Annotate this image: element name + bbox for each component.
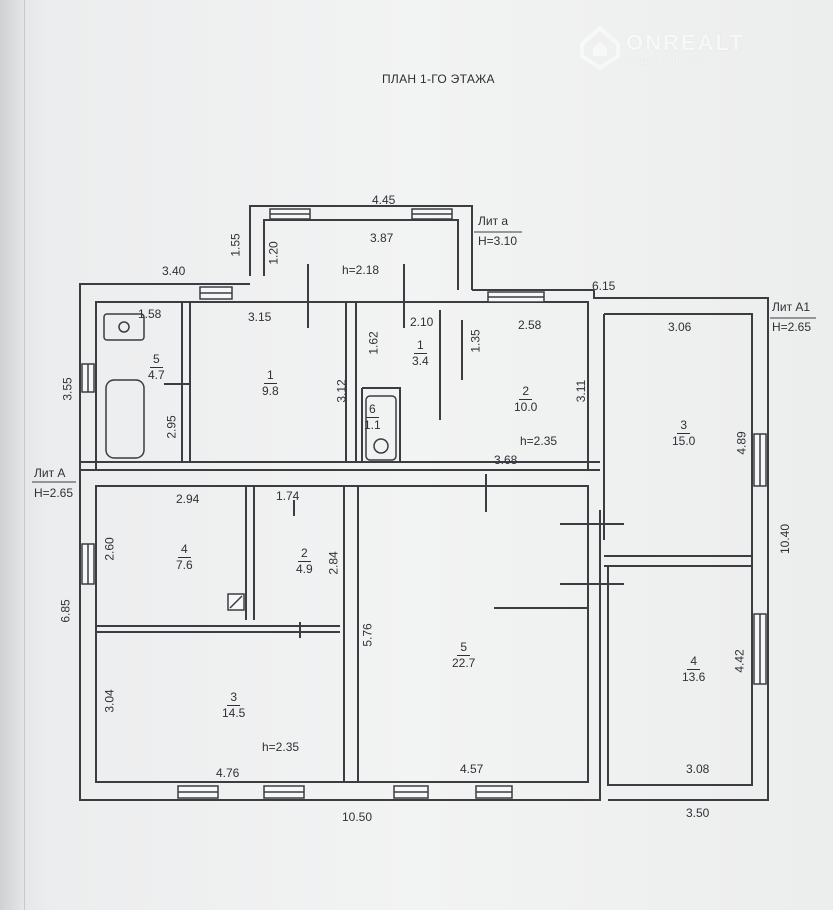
dim-room1-depth: 3.12 (334, 379, 349, 403)
dim-room4b-depth: 4.42 (732, 649, 747, 673)
room-area: 3.4 (412, 354, 429, 368)
main-outer-wall (79, 470, 601, 801)
porch-outer-wall (249, 205, 473, 290)
a1-partition (604, 555, 752, 567)
a1-outer-wall (593, 290, 769, 801)
lit-A-height: H=2.65 (34, 486, 74, 500)
room-area: 13.6 (682, 670, 706, 684)
room-number: 4 (687, 654, 701, 670)
room-label: 3 15.0 (672, 418, 695, 449)
room-label: 1 9.8 (262, 368, 279, 399)
room-area: 7.6 (176, 558, 193, 572)
room-label: 5 22.7 (452, 640, 475, 671)
room-area: 9.8 (262, 384, 279, 398)
watermark-logo: ONREALT недвижимость (580, 26, 745, 70)
dim-room1-width: 3.15 (248, 310, 272, 324)
dim-right-total: 10.40 (778, 523, 793, 555)
dim-room5-width: 4.57 (460, 762, 484, 776)
dim-left-depth: 3.55 (60, 377, 75, 401)
dim-hall-width: 2.10 (410, 315, 434, 329)
dim-room3a-width: 4.76 (216, 766, 240, 780)
porch-inner-wall (263, 219, 459, 290)
room-number: 2 (298, 546, 311, 562)
dim-main-height: h=2.35 (262, 740, 300, 754)
room-label: 5 4.7 (148, 352, 165, 383)
dim-room2a-depth: 2.84 (326, 551, 341, 575)
room-number: 4 (178, 542, 191, 558)
room-label: 1 3.4 (412, 338, 429, 369)
room-label: 2 4.9 (296, 546, 313, 577)
dim-room2a-width: 1.74 (276, 489, 300, 503)
sink-fixture (103, 313, 145, 341)
dim-room3-depth: 4.89 (734, 431, 749, 455)
lit-A1-height: H=2.65 (772, 320, 812, 334)
dim-mid-width: 3.68 (494, 453, 518, 467)
dim-porch-depth-inner: 1.20 (266, 241, 281, 265)
room-label: 4 13.6 (682, 654, 705, 685)
plan-title: ПЛАН 1-ГО ЭТАЖА (382, 72, 495, 86)
dim-bottom-left: 10.50 (342, 810, 373, 824)
room-area: 10.0 (514, 400, 538, 414)
room-label: 2 10.0 (514, 384, 537, 415)
room-area: 4.7 (148, 368, 165, 382)
room-number: 3 (227, 690, 241, 706)
a1-inner-wall (604, 313, 753, 786)
room-number: 2 (519, 384, 533, 400)
lit-A1-name: Лит А1 (772, 300, 811, 314)
room-area: 1.1 (364, 418, 381, 432)
dim-room3a-depth: 3.04 (102, 689, 117, 713)
watermark-brand: ONREALT (626, 29, 745, 55)
dim-room2-width: 2.58 (518, 318, 542, 332)
room-number: 5 (150, 352, 163, 368)
dim-hall-depth-b: 1.35 (468, 329, 483, 353)
dim-porch-height: h=2.18 (342, 263, 380, 277)
room-area: 22.7 (452, 656, 476, 670)
room-area: 14.5 (222, 706, 246, 720)
paper-fold-shadow (0, 0, 25, 910)
dim-room5-depth: 5.76 (360, 623, 375, 647)
dim-bath-depth: 2.95 (164, 415, 179, 439)
dim-top-right: 6.15 (592, 279, 616, 293)
room-number: 1 (264, 368, 277, 384)
toilet-fixture (365, 395, 397, 461)
dim-top-left: 3.40 (162, 264, 186, 278)
dim-room3-width: 3.06 (668, 320, 692, 334)
veranda-outer-left-wall (79, 283, 250, 470)
dim-room4b-width: 3.08 (686, 762, 710, 776)
dim-porch-inner: 3.87 (370, 231, 394, 245)
room-label: 3 14.5 (222, 690, 245, 721)
veranda-inner-wall (95, 301, 589, 470)
bathtub-fixture (105, 379, 145, 459)
room-number: 6 (366, 402, 379, 418)
room-number: 3 (677, 418, 691, 434)
dim-porch-depth-outer: 1.55 (228, 233, 243, 257)
lit-a-name: Лит а (478, 214, 509, 228)
dim-room2-depth: 3.11 (574, 379, 589, 403)
room-label: 4 7.6 (176, 542, 193, 573)
lit-A-name: Лит А (34, 466, 66, 480)
room-label: 6 1.1 (364, 402, 381, 433)
dim-hall-depth-a: 1.62 (366, 331, 381, 355)
dim-room4-depth: 2.60 (102, 537, 117, 561)
dim-porch-outer: 4.45 (372, 193, 396, 207)
room-number: 1 (414, 338, 427, 354)
dim-left-total: 6.85 (58, 599, 73, 623)
lit-a-height: H=3.10 (478, 234, 518, 248)
dim-bottom-right: 3.50 (686, 806, 710, 820)
dim-bath-width: 1.58 (138, 307, 162, 321)
room-area: 15.0 (672, 434, 696, 448)
house-pin-icon (580, 26, 620, 70)
main-inner-wall (95, 485, 589, 783)
dim-room4-width: 2.94 (176, 492, 200, 506)
room-number: 5 (457, 640, 471, 656)
dim-veranda-height: h=2.35 (520, 434, 558, 448)
watermark-subtitle: недвижимость (626, 55, 718, 67)
room-area: 4.9 (296, 562, 313, 576)
